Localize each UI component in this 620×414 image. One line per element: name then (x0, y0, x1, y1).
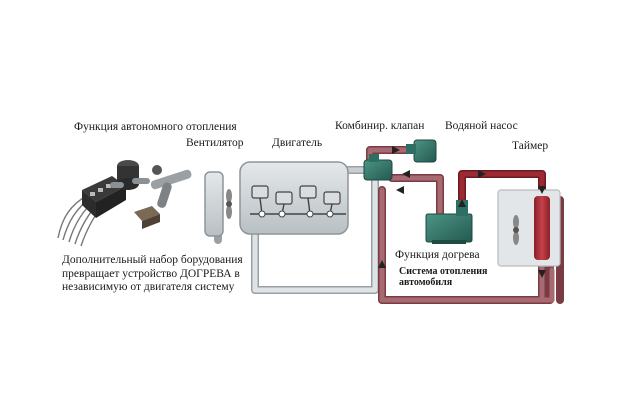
arrow-icon (402, 170, 410, 178)
arrow-icon (538, 270, 546, 278)
additional-equipment-kit-icon (57, 160, 192, 247)
heater-radiator-icon (497, 189, 561, 267)
autonomous-heating-label: Функция автономного отопления (74, 121, 237, 133)
fan-icon (226, 189, 232, 219)
engine-radiator (204, 171, 224, 237)
arrow-icon (378, 260, 386, 268)
flow-arrows (378, 146, 546, 278)
engine-block-icon (239, 161, 349, 235)
arrow-icon (392, 146, 400, 154)
kit-description-line3: независимую от двигателя систему (62, 281, 235, 293)
combined-valve-icon (363, 154, 393, 181)
timer-label: Таймер (512, 140, 549, 152)
kit-description: Дополнительный набор борудования превращ… (62, 254, 243, 295)
kit-description-line2: превращает устройство ДОГРЕВА в (62, 267, 240, 280)
car-heating-system-line2: автомобиля (399, 277, 453, 288)
arrow-icon (396, 186, 404, 194)
arrow-icon (538, 186, 546, 194)
preheater-unit-icon (425, 200, 473, 244)
combined-valve-label: Комбинир. клапан (335, 120, 425, 132)
car-heating-system-label: Система отопления автомобиля (399, 266, 487, 288)
arrow-icon (478, 170, 486, 178)
engine-label: Двигатель (272, 137, 323, 149)
preheat-function-label: Функция догрева (395, 249, 480, 261)
water-pump-icon (406, 139, 437, 163)
car-heating-system-line1: Система отопления (399, 266, 488, 277)
kit-description-line1: Дополнительный набор борудования (62, 254, 243, 266)
arrow-icon (458, 199, 466, 207)
fan-label: Вентилятор (186, 137, 244, 149)
water-pump-label: Водяной насос (445, 120, 518, 132)
